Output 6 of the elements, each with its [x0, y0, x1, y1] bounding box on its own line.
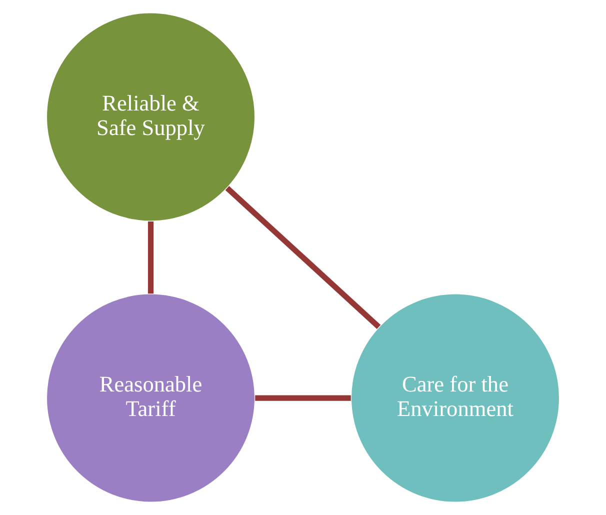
connector: [255, 395, 351, 401]
node-circle: Reliable & Safe Supply: [46, 12, 256, 222]
connector: [225, 186, 381, 329]
node-circle: Care for the Environment: [350, 293, 560, 503]
connector: [148, 222, 154, 294]
node-circle: Reasonable Tariff: [46, 293, 256, 503]
